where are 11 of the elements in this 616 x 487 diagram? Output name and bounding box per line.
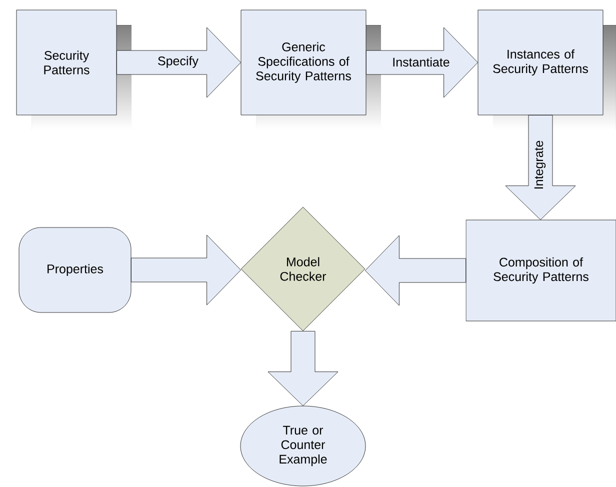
process-box: Composition of Security Patterns <box>466 220 616 322</box>
block-arrow <box>268 331 338 406</box>
block-arrow <box>131 234 241 306</box>
edge-label: Instantiate <box>391 56 451 68</box>
process-box: Generic Specifications of Security Patterns <box>240 10 381 130</box>
block-arrow <box>365 235 466 306</box>
edge-label: Specify <box>156 55 200 69</box>
process-box: Instances of Security Patterns <box>478 10 616 130</box>
process-box: Security Patterns <box>16 10 132 130</box>
edge-label: Integrate <box>533 139 547 191</box>
rounded-box: Properties <box>18 227 132 313</box>
